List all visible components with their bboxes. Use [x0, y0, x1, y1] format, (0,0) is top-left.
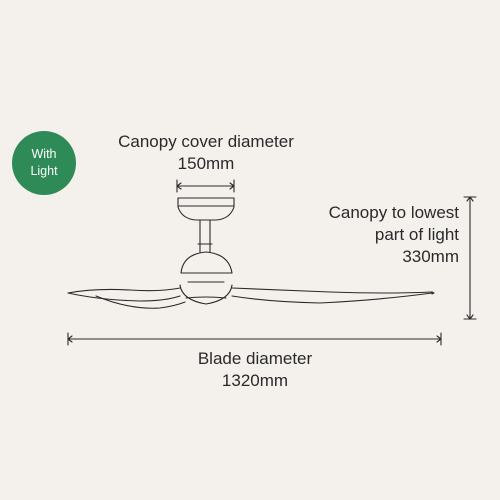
height-value: 330mm [402, 247, 459, 266]
downrod [197, 219, 213, 253]
with-light-badge: With Light [12, 131, 76, 195]
height-dimension-line [463, 196, 477, 320]
blade-diameter-title: Blade diameter [197, 349, 313, 368]
blade-diameter-value: 1320mm [221, 371, 289, 390]
badge-line-1: With [31, 147, 57, 161]
canopy-dimension-line [176, 179, 235, 193]
badge-line-2: Light [30, 164, 58, 178]
canopy-cover [177, 197, 235, 221]
blade-diameter-label: Blade diameter 1320mm [155, 348, 355, 392]
height-title-line-2: part of light [374, 225, 459, 244]
motor-housing [179, 251, 233, 305]
blade-dimension-line [67, 332, 442, 346]
fan-blades [67, 287, 435, 309]
height-title-line-1: Canopy to lowest [328, 203, 459, 222]
height-label: Canopy to lowest part of light 330mm [269, 202, 459, 268]
canopy-diameter-value: 150mm [177, 154, 235, 173]
canopy-diameter-label: Canopy cover diameter 150mm [106, 131, 306, 175]
canopy-diameter-title: Canopy cover diameter [118, 132, 294, 151]
